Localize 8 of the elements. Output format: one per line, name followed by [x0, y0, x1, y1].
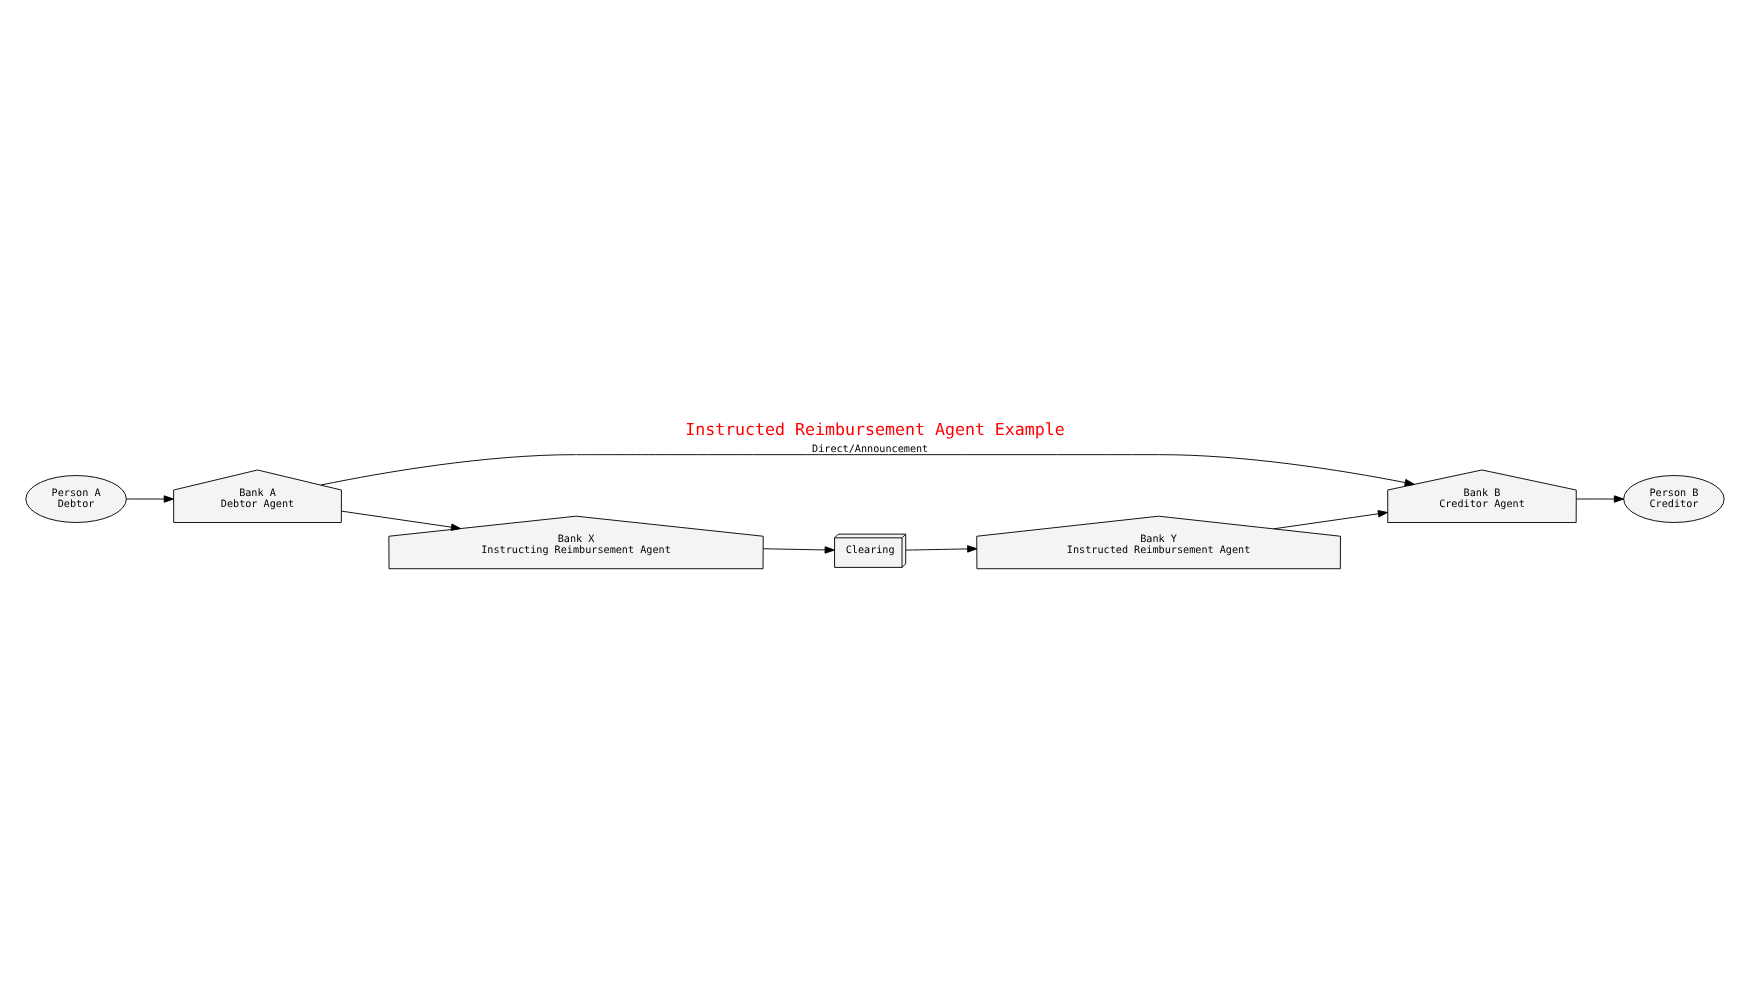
- arrow: [320, 453, 1415, 486]
- diagram-title: Instructed Reimbursement Agent Example: [685, 417, 1065, 438]
- arrow: [341, 509, 462, 530]
- arrow: [1575, 494, 1624, 502]
- arrow: [762, 545, 835, 553]
- arrow: [905, 544, 978, 552]
- arrow: [126, 494, 174, 502]
- arrow: [1273, 509, 1388, 529]
